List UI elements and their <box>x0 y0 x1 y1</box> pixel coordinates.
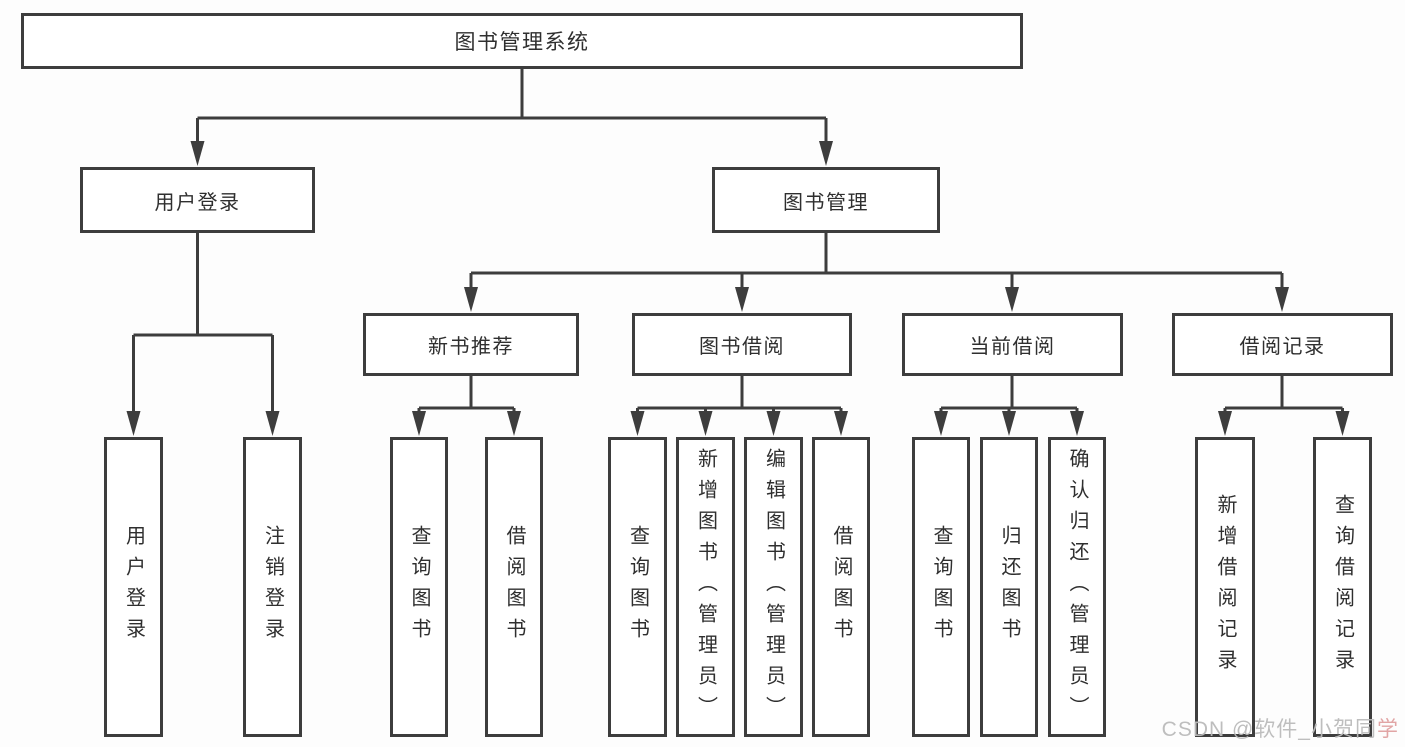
node-label: 图书管理系统 <box>454 31 590 54</box>
csdn-watermark: CSDN @软件_小贺同学 <box>1162 713 1399 743</box>
node-return-books: 归还图书 <box>980 437 1038 737</box>
node-library-management-system: 图书管理系统 <box>21 13 1023 69</box>
node-borrow-books: 借阅图书 <box>812 437 870 737</box>
node-label: 新书推荐 <box>428 336 514 358</box>
node-label: 查询图书 <box>408 525 430 649</box>
node-label: 借阅图书 <box>503 525 525 649</box>
connector-book-mgmt-to-level3 <box>464 233 1289 312</box>
connector-records-to-leaves <box>1218 376 1350 436</box>
node-current-borrowing: 当前借阅 <box>902 313 1123 376</box>
node-add-borrow-record: 新增借阅记录 <box>1195 437 1255 737</box>
node-logout: 注销登录 <box>243 437 302 737</box>
node-borrowing-records: 借阅记录 <box>1172 313 1393 376</box>
node-edit-books-admin: 编辑图书（管理员） <box>744 437 803 737</box>
node-label: 用户登录 <box>122 525 145 649</box>
node-borrow-books: 借阅图书 <box>485 437 543 737</box>
node-label: 新增借阅记录 <box>1214 494 1236 680</box>
node-label: 编辑图书（管理员） <box>762 447 785 727</box>
node-label: 借阅图书 <box>830 525 852 649</box>
node-query-books: 查询图书 <box>912 437 970 737</box>
watermark-text: CSDN @软件_小贺同 <box>1161 718 1377 741</box>
node-user-login-action: 用户登录 <box>104 437 163 737</box>
connector-user-login-to-leaves <box>126 233 280 436</box>
node-label: 当前借阅 <box>969 336 1056 358</box>
node-label: 查询借阅记录 <box>1331 494 1354 680</box>
node-label: 确认归还（管理员） <box>1066 447 1088 727</box>
connector-new-book-to-leaves <box>412 376 521 436</box>
connector-current-to-leaves <box>934 376 1084 436</box>
node-label: 归还图书 <box>998 525 1020 649</box>
node-label: 用户登录 <box>154 191 241 214</box>
node-label: 查询图书 <box>930 525 952 649</box>
node-add-books-admin: 新增图书（管理员） <box>676 437 735 737</box>
node-label: 新增图书（管理员） <box>694 447 717 727</box>
node-book-management: 图书管理 <box>712 167 940 233</box>
node-label: 注销登录 <box>261 525 284 649</box>
node-label: 图书借阅 <box>699 336 785 358</box>
node-query-books: 查询图书 <box>390 437 448 737</box>
node-query-books: 查询图书 <box>608 437 667 737</box>
node-label: 查询图书 <box>626 525 649 649</box>
connector-root-to-level2 <box>190 69 833 166</box>
node-confirm-return-admin: 确认归还（管理员） <box>1048 437 1106 737</box>
node-label: 图书管理 <box>783 191 869 214</box>
watermark-text-accent: 学 <box>1377 718 1399 741</box>
node-label: 借阅记录 <box>1239 336 1326 358</box>
node-user-login: 用户登录 <box>80 167 315 233</box>
node-new-book-recommend: 新书推荐 <box>363 313 579 376</box>
node-query-borrow-record: 查询借阅记录 <box>1313 437 1372 737</box>
node-book-borrowing: 图书借阅 <box>632 313 852 376</box>
connector-borrowing-to-leaves <box>630 376 848 436</box>
